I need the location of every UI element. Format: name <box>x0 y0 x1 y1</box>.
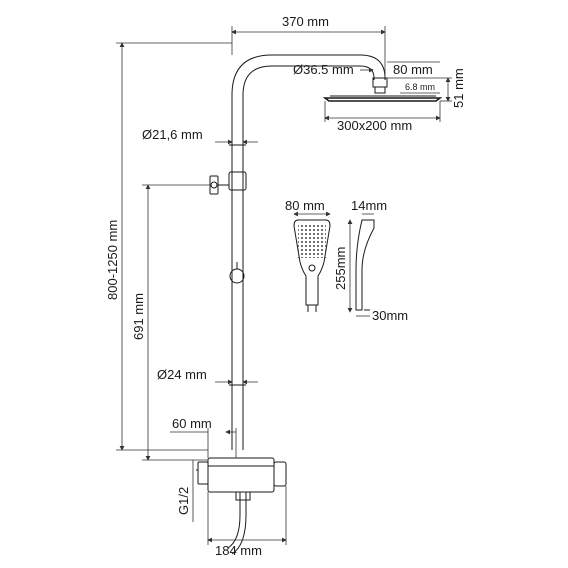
hand-shower-front <box>293 219 331 312</box>
shower-column <box>229 54 386 450</box>
dimension-labels: 370 mm Ø36.5 mm 80 mm 6.8 mm 51 mm 300x2… <box>105 14 466 558</box>
label-hand-length: 255mm <box>333 247 348 290</box>
label-head-depth: 80 mm <box>393 62 433 77</box>
label-hand-width: 80 mm <box>285 198 325 213</box>
label-hand-base: 30mm <box>372 308 408 323</box>
sliding-holder <box>229 262 245 284</box>
label-head-conn-diameter: Ø36.5 mm <box>293 62 354 77</box>
label-overall-height: 800-1250 mm <box>105 220 120 300</box>
label-inlet-thread: G1/2 <box>176 487 191 515</box>
label-head-thickness: 6.8 mm <box>405 82 435 92</box>
label-head-height: 51 mm <box>451 68 466 108</box>
label-mixer-width: 184 mm <box>215 543 262 558</box>
hand-shower-holder <box>209 171 247 195</box>
label-mixer-offset: 60 mm <box>172 416 212 431</box>
thermostatic-mixer <box>196 457 287 555</box>
label-lower-pipe-diameter: Ø24 mm <box>157 367 207 382</box>
overhead-shower <box>322 77 443 102</box>
label-hand-side-width: 14mm <box>351 198 387 213</box>
label-holder-height: 691 mm <box>131 293 146 340</box>
label-arm-length: 370 mm <box>282 14 329 29</box>
label-upper-pipe-diameter: Ø21,6 mm <box>142 127 203 142</box>
hand-shower-side <box>355 219 375 311</box>
label-head-size: 300x200 mm <box>337 118 412 133</box>
dimensions <box>116 26 452 545</box>
